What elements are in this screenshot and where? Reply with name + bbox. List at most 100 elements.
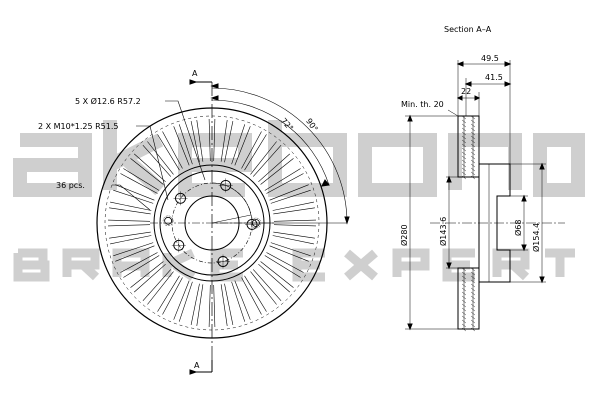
vane-line — [244, 134, 267, 171]
vane-line — [130, 158, 164, 185]
dim-height-hat: 41.5 — [485, 73, 503, 82]
vane-line — [113, 242, 154, 257]
dim-thickness: 22 — [461, 87, 471, 96]
vane-line — [134, 263, 166, 293]
vane-line — [123, 255, 160, 278]
hatch-line — [461, 175, 467, 180]
vane-line — [266, 252, 304, 273]
threaded-hole — [164, 216, 173, 225]
hatch-line — [470, 175, 476, 180]
vane-line — [120, 252, 158, 273]
dim-diameter-friction-inner: Ø143.6 — [438, 217, 448, 246]
vane-line — [270, 242, 311, 257]
section-marker-bottom: A — [194, 361, 200, 370]
cooling-vanes — [107, 118, 317, 328]
section-title: Section A–A — [444, 25, 492, 34]
vane-line — [231, 124, 246, 165]
vane-line — [147, 141, 174, 175]
hatch-line — [461, 327, 467, 332]
vane-line — [110, 235, 152, 245]
vane-line — [107, 219, 151, 222]
vane-line — [157, 134, 180, 171]
vane-line — [260, 261, 294, 288]
dim-diameter-outer: Ø280 — [399, 224, 409, 246]
vane-line — [115, 184, 155, 201]
angle-arc-72 — [211, 99, 330, 186]
vane-line — [109, 207, 151, 215]
vane-line — [264, 255, 301, 278]
vane-line — [264, 168, 301, 191]
vane-line — [273, 231, 315, 239]
section-view — [405, 60, 565, 332]
vane-line — [190, 283, 200, 325]
angle-arc-90 — [211, 87, 348, 224]
friction-ring-lower — [457, 267, 480, 330]
vane-line — [115, 245, 155, 262]
vane-line — [208, 118, 211, 162]
vane-line — [234, 126, 251, 166]
vane-line — [208, 284, 211, 328]
vane-line — [269, 184, 309, 201]
vane-line — [196, 120, 204, 162]
vane-line — [130, 261, 164, 288]
dim-height-overall: 49.5 — [481, 54, 499, 63]
watermark-tagline — [13, 248, 575, 282]
dim-diameter-hat: Ø154.4 — [531, 223, 541, 252]
vane-line — [260, 158, 294, 185]
vane-line — [142, 145, 172, 177]
vane-line — [272, 201, 314, 211]
vane-line — [162, 131, 183, 169]
bolt-holes — [171, 178, 259, 269]
vane-line — [220, 284, 228, 326]
vane-line — [113, 189, 154, 204]
vane-line — [258, 153, 290, 183]
threaded-holes-note: 2 X M10*1.25 R51.5 — [38, 122, 118, 131]
min-thickness-note: Min. th. 20 — [401, 100, 444, 109]
vane-line — [220, 120, 228, 162]
threaded-hole-thread — [162, 215, 174, 227]
vane-line — [110, 201, 152, 211]
vane-line — [173, 280, 190, 320]
vane-line — [196, 284, 204, 326]
vanes-note: 36 pcs. — [56, 181, 85, 190]
vane-line — [273, 219, 317, 222]
section-marker-top: A — [192, 69, 198, 78]
vane-line — [244, 275, 267, 312]
vane-line — [231, 281, 246, 322]
dim-diameter-center-bore: Ø68 — [513, 220, 523, 236]
vane-line — [190, 121, 200, 163]
vane-line — [157, 275, 180, 312]
vane-line — [109, 231, 151, 239]
vane-line — [258, 263, 290, 293]
vane-line — [269, 245, 309, 262]
vane-line — [250, 141, 277, 175]
vane-line — [178, 124, 193, 165]
vane-line — [178, 281, 193, 322]
vane-line — [273, 207, 315, 215]
vane-line — [224, 283, 234, 325]
vane-line — [213, 118, 216, 162]
vane-line — [134, 153, 166, 183]
vane-line — [250, 271, 277, 305]
angle-90-label: 90° — [304, 117, 320, 134]
vane-line — [270, 189, 311, 204]
vane-line — [241, 277, 262, 315]
hatch-line — [470, 327, 476, 332]
vane-line — [107, 224, 151, 227]
section-hatch — [461, 115, 476, 332]
front-view — [96, 79, 350, 375]
vane-line — [213, 284, 216, 328]
vane-line — [252, 269, 282, 301]
vane-line — [142, 269, 172, 301]
vane-line — [224, 121, 234, 163]
vane-line — [234, 280, 251, 320]
vane-line — [162, 277, 183, 315]
vane-line — [272, 235, 314, 245]
friction-ring-upper — [457, 115, 480, 178]
vane-line — [147, 271, 174, 305]
vane-line — [252, 145, 282, 177]
vane-line — [241, 131, 262, 169]
vane-line — [123, 168, 160, 191]
bolt-holes-note: 5 X Ø12.6 R57.2 — [75, 96, 141, 106]
